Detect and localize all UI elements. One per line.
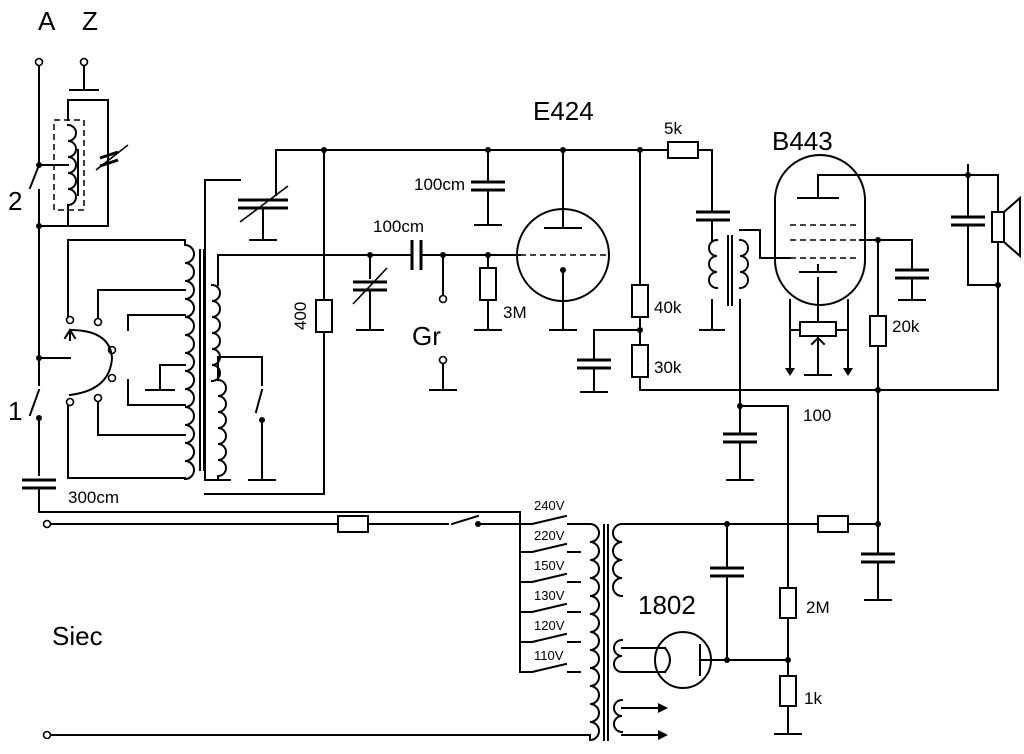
label-gr: Gr [412,321,441,351]
input-coil [66,123,77,207]
label-switch-1: 1 [8,396,22,426]
label-r-5k: 5k [664,119,682,138]
resistor-20k [869,315,887,347]
heater-winding [613,638,624,674]
resistor-5k [667,141,699,159]
choke-resistor [817,515,849,533]
label-antenna: A [38,6,56,36]
mains-terminal-2 [42,730,52,740]
label-150v: 150V [534,558,565,573]
antenna-input-section [22,57,521,513]
loudspeaker [951,174,1021,391]
resistor-2M [779,587,797,619]
grid-coil [216,378,227,478]
transformer-secondary [738,238,749,290]
label-r-20k: 20k [892,317,920,336]
mains-fuse [337,515,369,533]
label-mains: Siec [52,621,103,651]
hv-secondary [612,522,624,598]
resistor-1k [779,675,797,707]
hum-potentiometer [799,321,837,337]
filament-winding [613,698,624,734]
label-tube-e424: E424 [533,96,594,126]
label-tube-b443: B443 [772,126,833,156]
coil-shield [53,119,85,211]
label-r-2M: 2M [806,598,830,617]
resistor-3M [479,267,497,301]
label-ground: Z [82,6,98,36]
reaction-coil [210,283,221,383]
label-110v: 110V [534,648,564,663]
tuning-section [204,147,641,495]
label-c-100cm-top: 100cm [414,175,465,194]
label-r-1k: 1k [804,689,822,708]
label-r-30k: 30k [654,358,682,377]
label-r-400: 400 [291,302,310,330]
gr-terminal-bottom [438,355,448,365]
gr-terminal-top [438,294,448,304]
label-c-300cm: 300cm [68,488,119,507]
band-selector-section [63,239,205,481]
label-r-40k: 40k [654,298,682,317]
label-r-3M: 3M [503,303,527,322]
resistor-400 [315,299,333,333]
label-130v: 130V [534,588,565,603]
resistor-30k [631,344,649,378]
label-120v: 120V [534,618,565,633]
transformer-primary [708,238,719,290]
labels: A Z 2 1 E424 B443 1802 Gr Siec 5k 3M 40k… [8,6,920,708]
switch-2-blade [28,163,41,190]
power-transformer-primary [588,522,600,742]
label-c-100cm-grid: 100cm [373,217,424,236]
ground-terminal [79,57,89,67]
label-rectifier: 1802 [638,590,696,620]
label-switch-2: 2 [8,186,22,216]
interstage-section [577,141,999,589]
label-220v: 220V [534,528,565,543]
switch-1-blade [28,388,41,417]
mains-terminal-1 [42,519,52,529]
tube-b443 [774,154,971,526]
resistor-40k [631,284,649,318]
antenna-terminal [34,57,44,67]
tapped-coil [183,243,195,481]
tube-e424 [516,147,610,331]
label-240v: 240V [534,498,565,513]
power-supply-section [42,511,895,742]
label-r-100: 100 [803,406,831,425]
